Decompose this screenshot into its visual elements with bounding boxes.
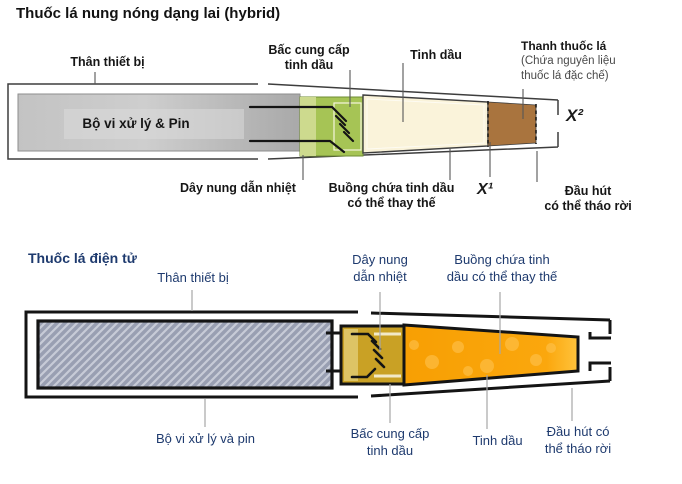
label-top-chamber-line1: Buồng chứa tinh dầu xyxy=(328,181,455,195)
top-oil-chamber-inner xyxy=(366,98,485,150)
label-bottom-heat-wire-line2: dẫn nhiệt xyxy=(353,268,407,284)
label-top-battery: Bộ vi xử lý & Pin xyxy=(82,116,190,131)
label-bottom-mouthpiece: Đầu hút có thể tháo rời xyxy=(519,424,637,457)
label-bottom-heat-wire-line1: Dây nung xyxy=(352,252,408,267)
bottom-heating-coil xyxy=(350,332,378,379)
label-bottom-battery: Bộ vi xử lý và pin xyxy=(155,431,256,446)
top-heating-coil xyxy=(334,114,355,143)
top-battery-highlight xyxy=(64,109,244,139)
top-wick-light-strip xyxy=(300,97,316,156)
top-heating-wires xyxy=(248,105,348,154)
label-top-wick: Bấc cung cấp tinh dầu xyxy=(248,43,370,73)
label-top-mouthpiece: Đầu hút có thể tháo rời xyxy=(512,184,664,214)
bottom-leader-lines xyxy=(191,290,573,429)
top-oil-chamber xyxy=(362,94,489,154)
label-bottom-chamber: Buồng chứa tinh dầu có thể thay thế xyxy=(428,252,576,285)
label-bottom-wick: Bấc cung cấp tinh dầu xyxy=(329,426,451,459)
bottom-coil-light-strip xyxy=(344,329,358,381)
top-diagram-title: Thuốc lá nung nóng dạng lai (hybrid) xyxy=(16,5,281,22)
label-bottom-wick-line2: tinh dầu xyxy=(366,442,414,458)
label-top-mouthpiece-line1: Đầu hút xyxy=(564,184,612,198)
bottom-oil-bubbles xyxy=(409,337,556,376)
label-tobacco-stick-sub1: (Chứa nguyên liệu xyxy=(521,55,616,67)
bottom-diagram-title: Thuốc lá điện tử xyxy=(28,250,137,266)
label-bottom-heat-wire: Dây nung dẫn nhiệt xyxy=(336,252,424,285)
label-top-chamber-line2: có thể thay thế xyxy=(347,196,436,210)
label-bottom-chamber-line1: Buồng chứa tinh xyxy=(454,252,550,267)
label-bottom-chamber-line2: dầu có thể thay thế xyxy=(446,268,558,284)
label-top-tobacco-stick: Thanh thuốc lá (Chứa nguyên liệu thuốc l… xyxy=(521,39,676,83)
top-leader-lines xyxy=(94,63,538,182)
label-bottom-oil: Tinh dầu xyxy=(472,433,523,448)
label-bottom-device-body: Thân thiết bị xyxy=(157,270,229,285)
label-bottom-wick-line1: Bấc cung cấp xyxy=(350,426,430,441)
bottom-device-outline xyxy=(24,310,612,399)
label-tobacco-stick-title: Thanh thuốc lá xyxy=(521,39,607,53)
label-x1-mark: X¹ xyxy=(477,181,493,198)
top-tobacco-dashed-edges xyxy=(487,101,537,147)
bottom-battery-box xyxy=(36,319,334,390)
bottom-heating-coil-turns xyxy=(370,339,386,369)
label-top-oil: Tinh dầu xyxy=(410,48,462,62)
top-wick-inner-outline xyxy=(333,102,362,151)
label-tobacco-stick-sub2: thuốc lá đặc chế) xyxy=(521,69,609,82)
bottom-battery-wires xyxy=(326,331,342,373)
label-bottom-mouthpiece-line1: Đầu hút có xyxy=(546,424,610,439)
label-top-mouthpiece-line2: có thể tháo rời xyxy=(544,199,632,213)
top-tobacco-stick xyxy=(487,101,537,147)
label-bottom-mouthpiece-line2: thể tháo rời xyxy=(544,440,612,456)
label-top-heat-wire: Dây nung dẫn nhiệt xyxy=(180,181,296,195)
label-top-device-body: Thân thiết bị xyxy=(70,55,145,69)
bottom-oil-chamber xyxy=(402,323,580,387)
label-top-wick-line2: tinh dầu xyxy=(284,58,334,72)
label-x2-mark: X² xyxy=(566,106,583,125)
label-top-wick-line1: Bấc cung cấp xyxy=(268,43,350,57)
top-device-outline xyxy=(7,83,559,160)
label-top-chamber: Buồng chứa tinh dầu có thể thay thế xyxy=(310,181,473,211)
bottom-coil-connectors xyxy=(374,332,401,378)
